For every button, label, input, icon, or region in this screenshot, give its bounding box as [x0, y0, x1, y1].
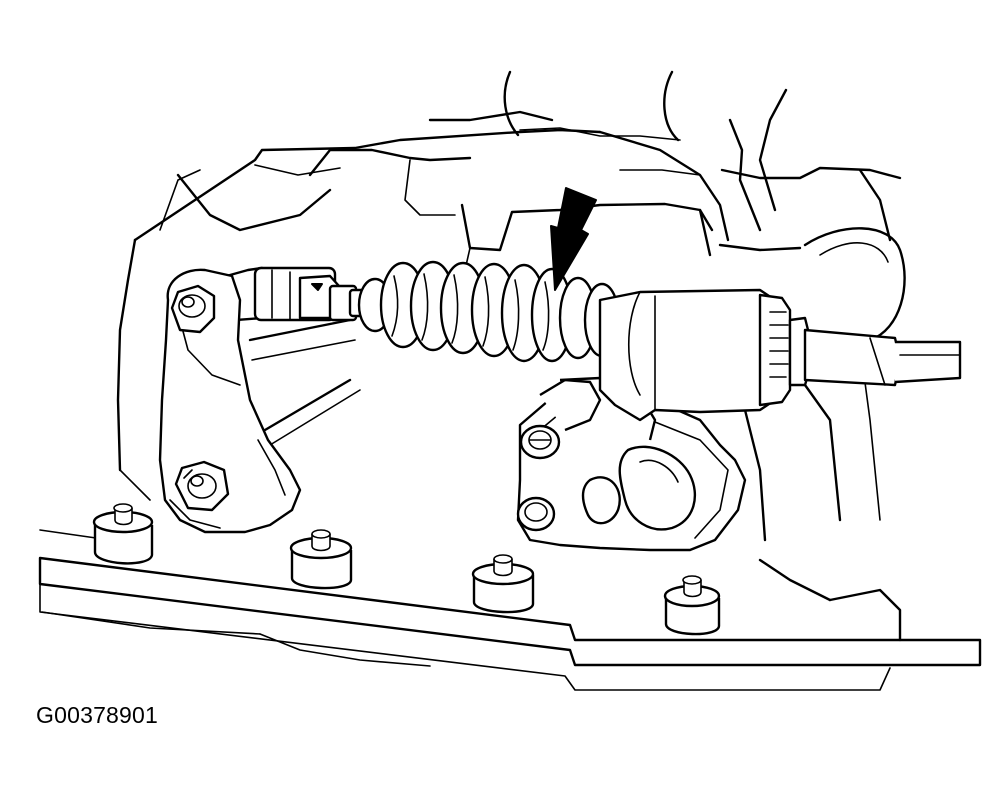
- figure-id-label: G00378901: [36, 702, 159, 728]
- pan-rail: [38, 529, 982, 691]
- bolt-boss-2: [289, 529, 353, 590]
- bolt-boss-1: [92, 503, 154, 565]
- lever-lower-nut: [174, 460, 230, 512]
- cable-bracket: [516, 288, 962, 552]
- bolt-boss-3: [471, 554, 535, 614]
- transmission-housing: [116, 70, 906, 542]
- bracket-bolt-upper: [519, 424, 561, 460]
- black-arrow-icon: [550, 187, 597, 291]
- lever-upper-nut: [170, 284, 216, 334]
- bracket-bolt-lower: [516, 496, 556, 532]
- rubber-boot: [357, 260, 621, 363]
- bolt-boss-4: [663, 575, 721, 636]
